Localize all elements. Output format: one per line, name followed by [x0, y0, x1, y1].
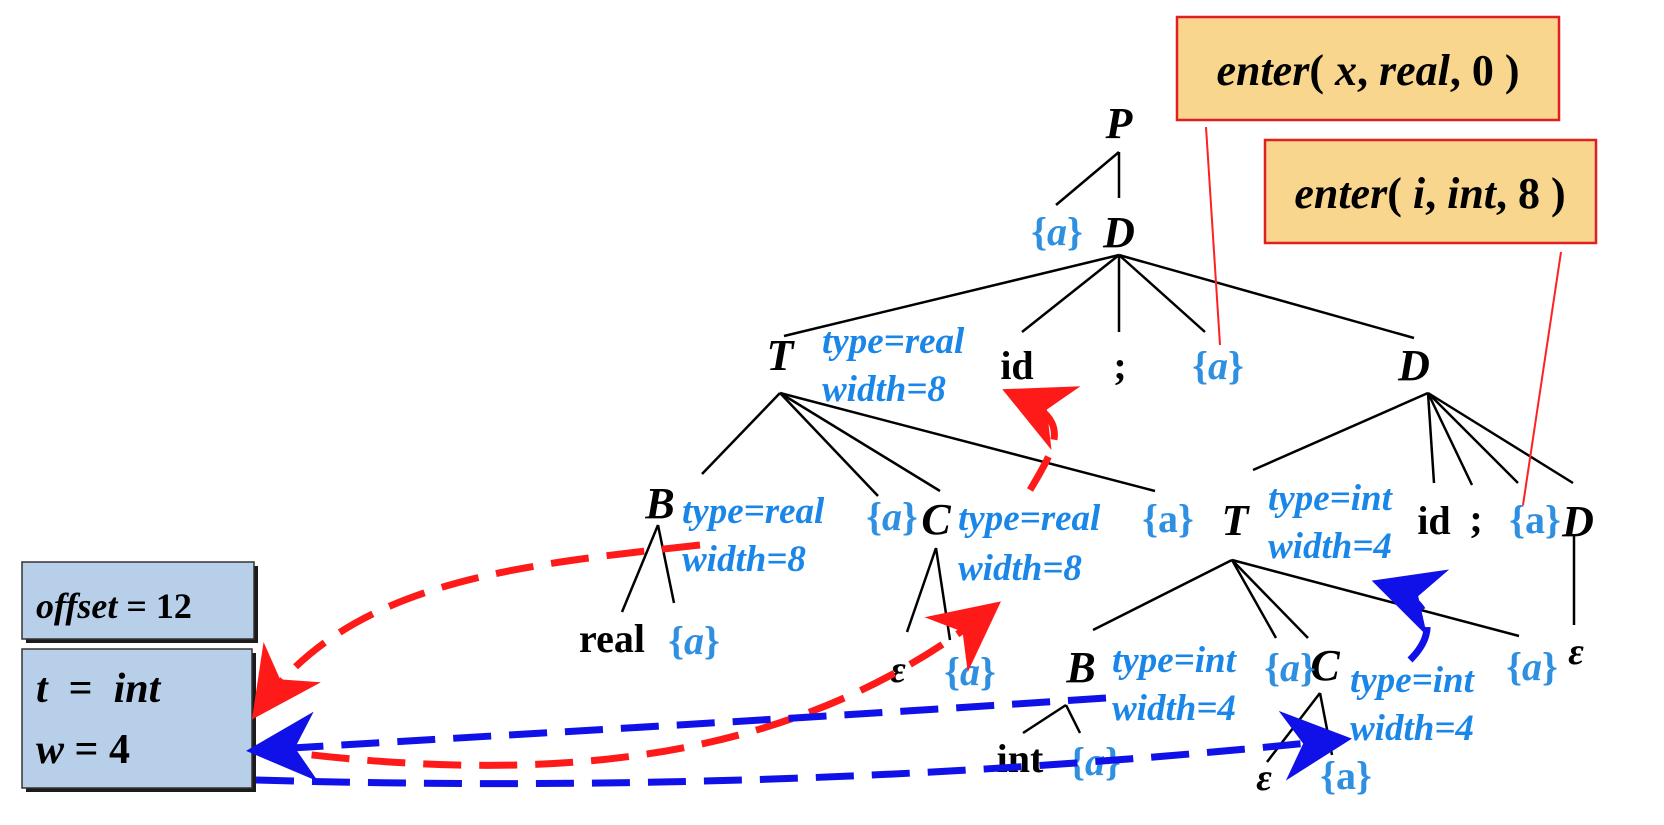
edge-t2-c [1231, 559, 1309, 639]
node-semi-right: ; [1469, 496, 1482, 541]
tree-edges [620, 151, 1576, 763]
node-c-left: C [921, 495, 951, 544]
edge-c2-eps [1266, 692, 1321, 763]
edge-t2-b [1092, 558, 1233, 632]
node-eps-c-left: ε [890, 649, 906, 691]
edge-c-action [934, 547, 952, 641]
action-a-1: {a} [1031, 209, 1083, 254]
attr-c-right-type: type=int [1350, 660, 1476, 701]
action-a-4: {a} [1142, 496, 1194, 541]
edge-t-b [701, 392, 781, 475]
blue-arrow-c-to-t [1371, 569, 1450, 663]
edge-t-action [779, 392, 879, 497]
offset-text: offset = 12 [36, 586, 192, 626]
attr-t-right-type: type=int [1268, 478, 1394, 519]
flow-arrows [246, 386, 1450, 788]
offset-box-body [21, 561, 255, 640]
node-real: real [579, 616, 645, 661]
callout-connector-x [1205, 126, 1221, 346]
edge-b2-int [1022, 703, 1067, 735]
offset-box: offset = 12 [21, 561, 258, 643]
tw-box: t = int w = 4 [21, 648, 256, 792]
edge-b2-action [1064, 704, 1082, 734]
edge-d-t2 [1252, 391, 1429, 472]
edge-c2-action [1318, 692, 1334, 756]
edge-b-action [656, 524, 676, 604]
attr-c-right-width: width=4 [1350, 708, 1474, 749]
edge-c-eps [905, 547, 938, 633]
edge-t2-action [1230, 559, 1278, 639]
edge-d-t [783, 253, 1120, 338]
attr-b-right-type: type=int [1112, 640, 1238, 681]
attr-t-left-width: width=8 [822, 369, 946, 410]
red-arrow-w-to-c [255, 601, 1001, 769]
node-d-right: D [1397, 341, 1430, 390]
node-b-left: B [644, 479, 674, 528]
node-b-right: B [1065, 643, 1095, 692]
node-d-inner: D [1561, 497, 1594, 546]
edge-d-d [1118, 253, 1415, 340]
edge-t-c [779, 391, 941, 493]
edge-b-real [620, 524, 660, 613]
edge-d-id2 [1426, 392, 1436, 484]
callout-text-i: enter( i, int, 8 ) [1294, 169, 1565, 218]
attr-t-left-type: type=real [822, 321, 965, 362]
node-eps-c-right: ε [1256, 757, 1272, 799]
node-semi-left: ; [1113, 343, 1126, 388]
edge-t-action2 [779, 391, 1156, 493]
action-a-5: {a} [668, 618, 720, 663]
node-id-left: id [1000, 343, 1033, 388]
action-a-2: {a} [1192, 343, 1244, 388]
action-a-9: {a} [1506, 644, 1558, 689]
callout-box-x [1175, 15, 1561, 122]
attr-b-left-type: type=real [682, 491, 825, 532]
w-text: w = 4 [36, 727, 130, 773]
node-t-right: T [1222, 496, 1251, 545]
attr-c-left-width: width=8 [958, 548, 1082, 589]
action-a-6: {a} [944, 649, 996, 694]
action-a-11: {a} [1320, 753, 1372, 798]
edge-p-action [1055, 151, 1120, 206]
callout-enter-x: enter( x, real, 0 ) [1175, 15, 1561, 122]
red-arrow-c-to-t [1002, 386, 1081, 492]
callout-text-x: enter( x, real, 0 ) [1216, 46, 1519, 95]
edge-d-id [1021, 254, 1120, 333]
edge-d-d2 [1427, 391, 1574, 485]
action-a-3: {a} [866, 494, 918, 539]
edge-d-action3 [1427, 392, 1519, 484]
t-text: t = int [36, 666, 162, 712]
node-id-right: id [1417, 498, 1450, 543]
callout-connector-i [1522, 251, 1562, 506]
blue-arrow-b-to-w [246, 694, 1107, 782]
edge-d-semi2 [1426, 392, 1474, 486]
callout-enter-i: enter( i, int, 8 ) [1263, 138, 1598, 245]
edge-d-action [1118, 254, 1206, 333]
node-int: int [997, 736, 1044, 781]
node-t-left: T [767, 331, 796, 380]
blue-arrow-w-to-c [255, 710, 1352, 788]
node-c-right: C [1310, 641, 1340, 690]
attr-b-left-width: width=8 [682, 539, 806, 580]
attr-c-left-type: type=real [958, 498, 1101, 539]
action-a-8: {a} [1264, 645, 1316, 690]
attr-b-right-width: width=4 [1112, 688, 1236, 729]
red-arrow-b-to-t [251, 541, 701, 720]
node-p: P [1105, 99, 1134, 148]
tw-box-body [21, 648, 253, 789]
callout-box-i [1263, 138, 1598, 245]
node-d-root: D [1102, 208, 1135, 257]
action-a-7: {a} [1509, 497, 1561, 542]
node-eps-d: ε [1568, 631, 1584, 673]
attr-t-right-width: width=4 [1268, 526, 1392, 567]
edge-t2-action2 [1231, 558, 1520, 638]
callout-connectors [1205, 126, 1562, 506]
